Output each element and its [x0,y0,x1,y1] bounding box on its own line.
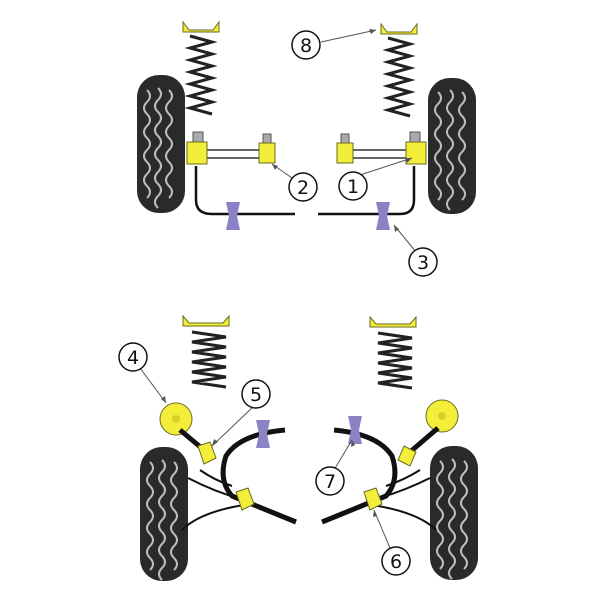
callout-7: 7 [315,466,345,496]
bottom-right-spring [369,315,417,390]
bottom-left-spring [182,314,230,389]
top-right-tyre [428,78,476,214]
top-left-link [186,131,276,165]
callout-7-label: 7 [324,471,336,493]
top-right-spring [380,22,418,118]
callout-8: 8 [291,30,321,60]
callout-3-label: 3 [417,252,429,274]
callout-1: 1 [338,171,368,201]
callout-8-label: 8 [300,35,312,57]
callout-5: 5 [241,379,271,409]
callout-6: 6 [381,546,411,576]
bottom-left-arm [159,402,297,531]
callout-2: 2 [288,172,318,202]
callout-5-label: 5 [250,384,262,406]
callout-3: 3 [408,247,438,277]
callout-4-label: 4 [127,347,139,369]
top-left-tyre [137,75,185,213]
callout-6-label: 6 [390,551,402,573]
bottom-right-tyre [430,446,478,580]
callout-2-label: 2 [297,177,309,199]
callout-1-label: 1 [347,176,359,198]
top-anti-roll-bar [194,166,416,230]
bottom-right-arm [321,399,459,531]
top-left-spring [182,20,220,116]
top-right-link [336,131,427,165]
callout-4: 4 [118,342,148,372]
bottom-left-tyre [140,447,188,581]
callout-arrowheads [161,29,412,517]
